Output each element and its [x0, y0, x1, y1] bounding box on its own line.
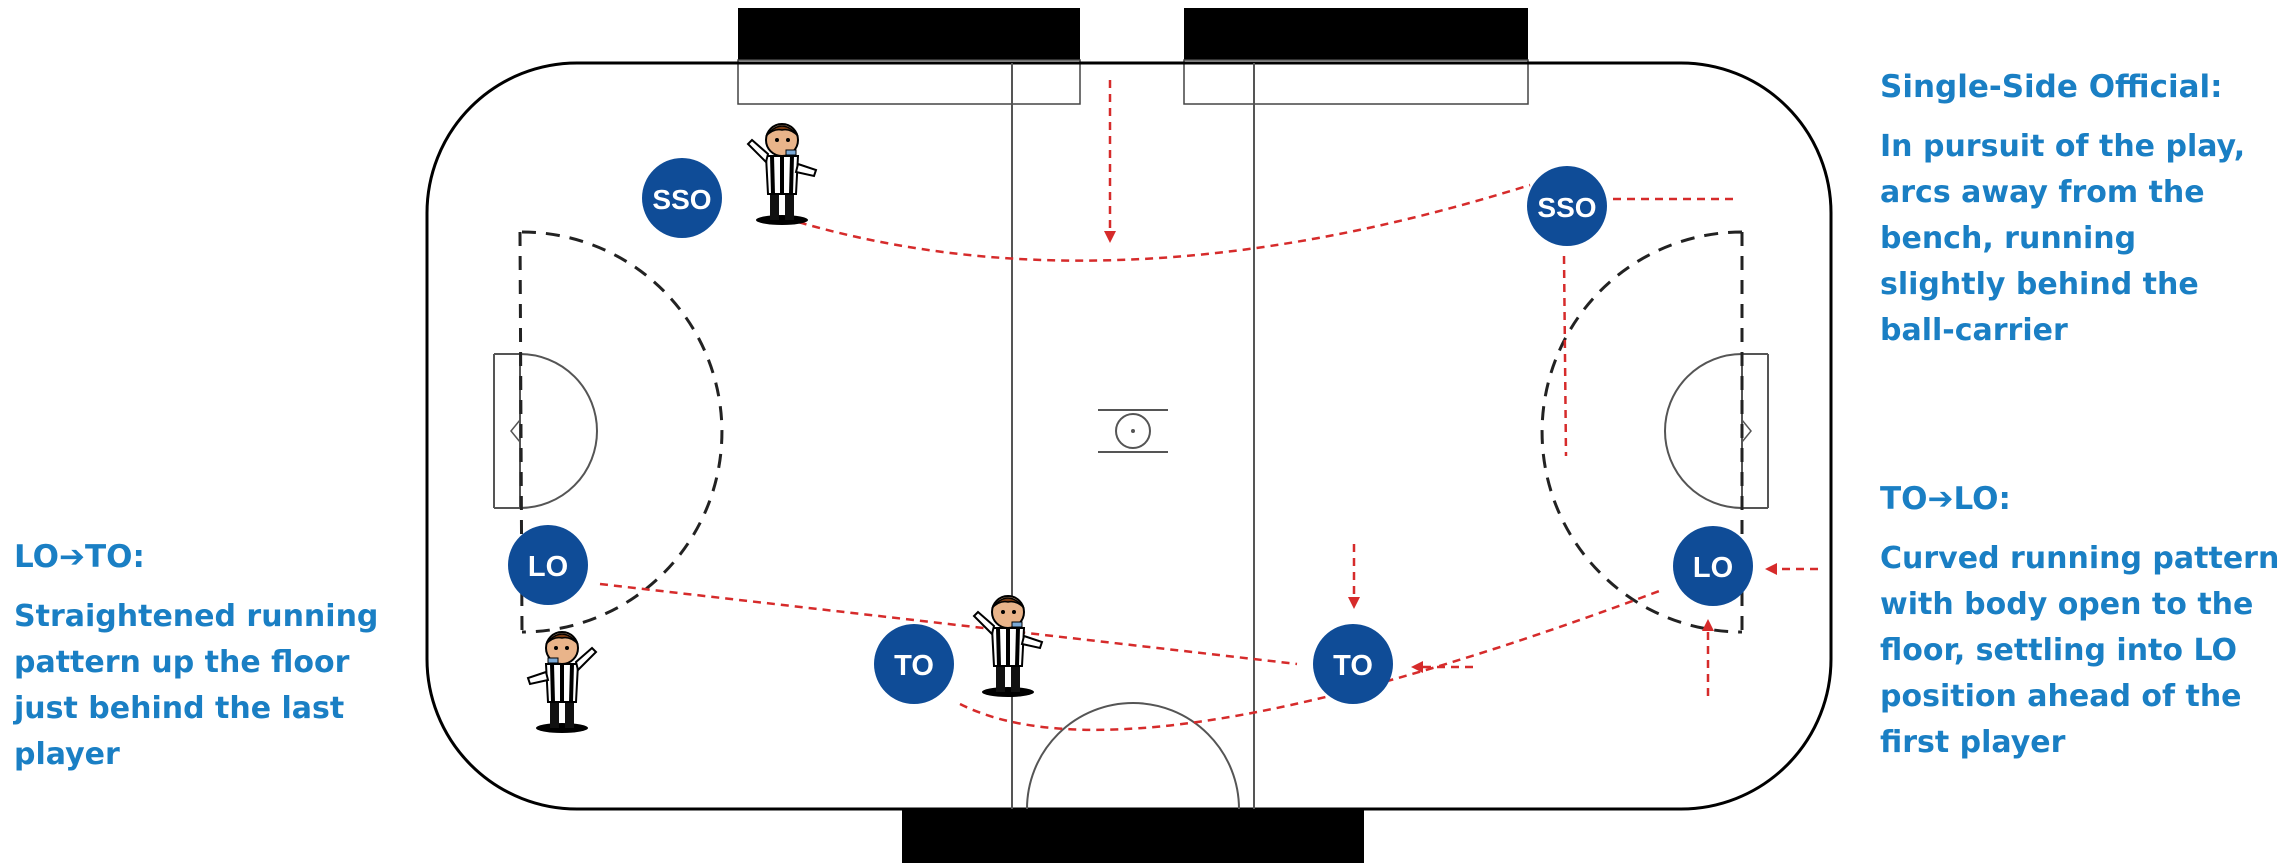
referee-figure-top	[746, 122, 818, 227]
goal-crease-right	[1664, 353, 1769, 509]
note-single-side-official: Single-Side Official: In pursuit of the …	[1880, 68, 2270, 354]
bench-top-left	[738, 8, 1080, 60]
bench-door-right	[1183, 59, 1529, 105]
to-left-badge[interactable]: TO	[874, 624, 954, 704]
sso-left-label: SSO	[652, 184, 711, 215]
bench-door-left	[737, 59, 1081, 105]
to-right-badge[interactable]: TO	[1313, 624, 1393, 704]
note-to-lo-body: Curved running pattern with body open to…	[1880, 541, 2280, 760]
note-single-side-heading: Single-Side Official:	[1880, 69, 2223, 105]
to-lo-curved-path	[959, 588, 1663, 732]
referee-figure-left	[526, 630, 598, 735]
lo-right-badge[interactable]: LO	[1673, 526, 1753, 606]
bench-top-right	[1184, 8, 1528, 60]
dashed-zone-left	[518, 230, 724, 634]
sso-pursuit-path	[771, 183, 1531, 262]
referee-figure-middle	[972, 594, 1044, 699]
centre-arc	[1026, 702, 1240, 810]
note-lo-to-body: Straightened running pattern up the floo…	[14, 599, 379, 772]
to-right-label: TO	[1333, 650, 1373, 682]
lo-right-label: LO	[1693, 552, 1733, 584]
sso-right-badge[interactable]: SSO	[1527, 166, 1607, 246]
penalty-box	[902, 808, 1364, 863]
rink-boards	[425, 61, 1833, 811]
dashed-zone-right	[1540, 230, 1744, 634]
note-to-lo: TO➔LO: Curved running pattern with body …	[1880, 480, 2280, 766]
goal-crease-left	[493, 353, 598, 509]
lo-to-straight-path	[599, 582, 1298, 666]
note-lo-to: LO➔TO: Straightened running pattern up t…	[14, 538, 414, 778]
sso-right-label: SSO	[1537, 192, 1596, 223]
centre-faceoff	[1098, 409, 1168, 453]
run-paths	[599, 80, 1818, 732]
note-to-lo-heading: TO➔LO:	[1880, 481, 2011, 517]
lo-left-label: LO	[528, 551, 568, 583]
note-lo-to-heading: LO➔TO:	[14, 539, 145, 575]
note-single-side-body: In pursuit of the play, arcs away from t…	[1880, 129, 2246, 348]
lo-left-badge[interactable]: LO	[508, 525, 588, 605]
sso-lane-vertical	[1562, 255, 1568, 457]
sso-left-badge[interactable]: SSO	[642, 158, 722, 238]
to-left-label: TO	[894, 650, 934, 682]
